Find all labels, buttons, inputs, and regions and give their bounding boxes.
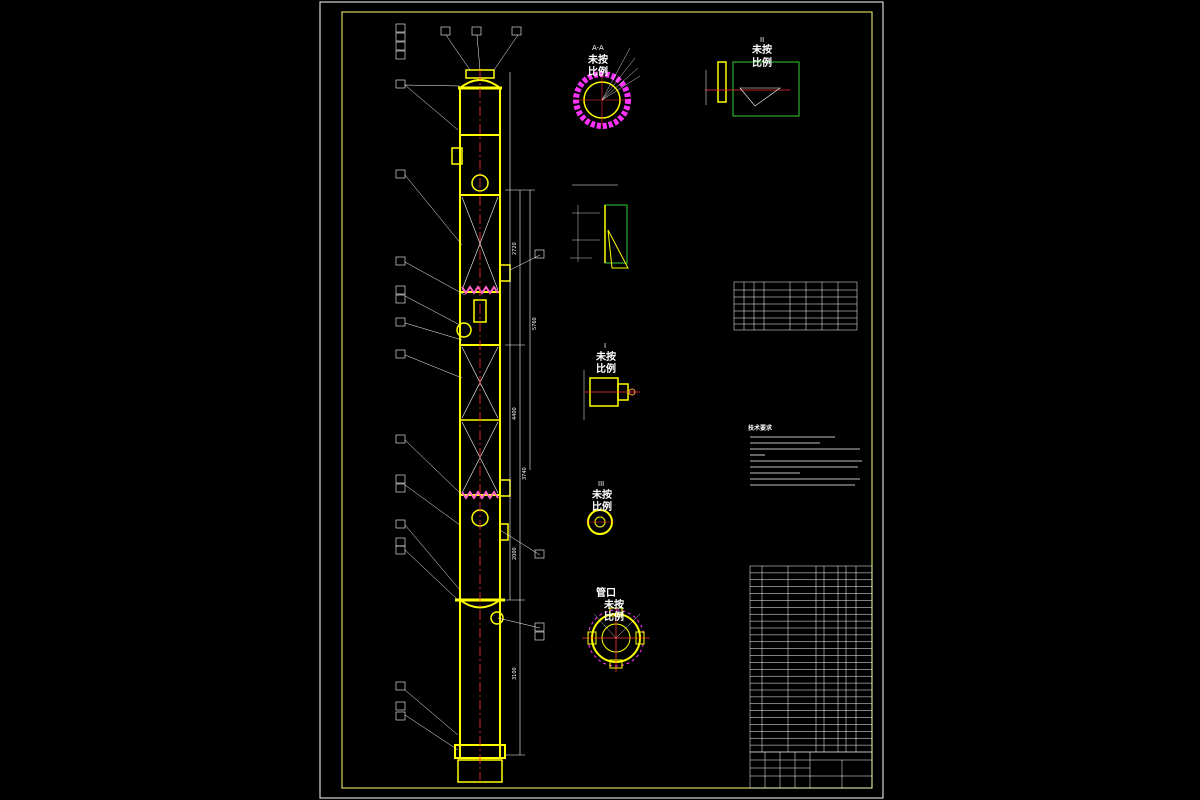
- nozzle-view-scale-2: 比例: [604, 610, 624, 623]
- detail-i-scale-2: 比例: [596, 362, 616, 375]
- nozzle-table: [733, 281, 858, 331]
- section-aa-scale-2: 比例: [588, 65, 608, 78]
- detail-iii-scale-1: 未按: [591, 488, 612, 501]
- nozzle-side-5: [499, 523, 509, 541]
- outer-frame: [319, 1, 884, 799]
- section-aa-scale-1: 未按: [587, 53, 608, 66]
- part-leaders: [404, 34, 541, 751]
- bottom-head: [459, 599, 501, 609]
- nozzle-view-scale-1: 未按: [603, 598, 624, 611]
- detail-ii-title: II: [760, 36, 764, 44]
- dim-text-6: 2000: [512, 547, 518, 560]
- dim-text-3: 3740: [522, 467, 528, 480]
- nozzle-side-1: [451, 147, 463, 165]
- part-balloons: [395, 23, 545, 721]
- detail-i-scale-1: 未按: [595, 350, 616, 363]
- nozzle-side-2: [499, 264, 511, 282]
- nozzle-orientation-view: [582, 604, 650, 672]
- dim-text-1: 2720: [512, 242, 518, 255]
- dim-text-5: 3100: [512, 667, 518, 680]
- dimension-chain: [505, 72, 535, 756]
- distributor-2: [461, 490, 499, 500]
- nozzle-bottom: [490, 611, 504, 625]
- column-vessel: [451, 69, 511, 783]
- support-detail-view: [570, 184, 629, 269]
- detail-iii-scale-2: 比例: [592, 500, 612, 513]
- detail-ii-scale-1: 未按: [751, 43, 772, 56]
- dim-text-4: 4400: [512, 407, 518, 420]
- parts-list-table: [749, 565, 873, 753]
- nozzle-view-title: 管口: [596, 586, 616, 599]
- section-aa-title: A-A: [592, 44, 604, 52]
- section-aa-view: [573, 47, 641, 129]
- detail-iii-view: [586, 509, 614, 535]
- inner-frame: [341, 11, 873, 789]
- tech-notes-heading: 技术要求: [748, 424, 773, 432]
- detail-i-title: I: [604, 342, 606, 350]
- nozzle-side-4: [499, 479, 511, 497]
- detail-ii-view: [705, 61, 800, 117]
- tech-notes-lines: [750, 436, 862, 486]
- dim-text-2: 5760: [532, 317, 538, 330]
- detail-iii-title: III: [598, 480, 604, 488]
- title-block: [749, 751, 873, 789]
- bed-1-diag-b: [461, 196, 499, 291]
- detail-ii-scale-2: 比例: [752, 56, 772, 69]
- nozzle-manway-2: [456, 322, 472, 338]
- detail-i-view: [583, 370, 640, 420]
